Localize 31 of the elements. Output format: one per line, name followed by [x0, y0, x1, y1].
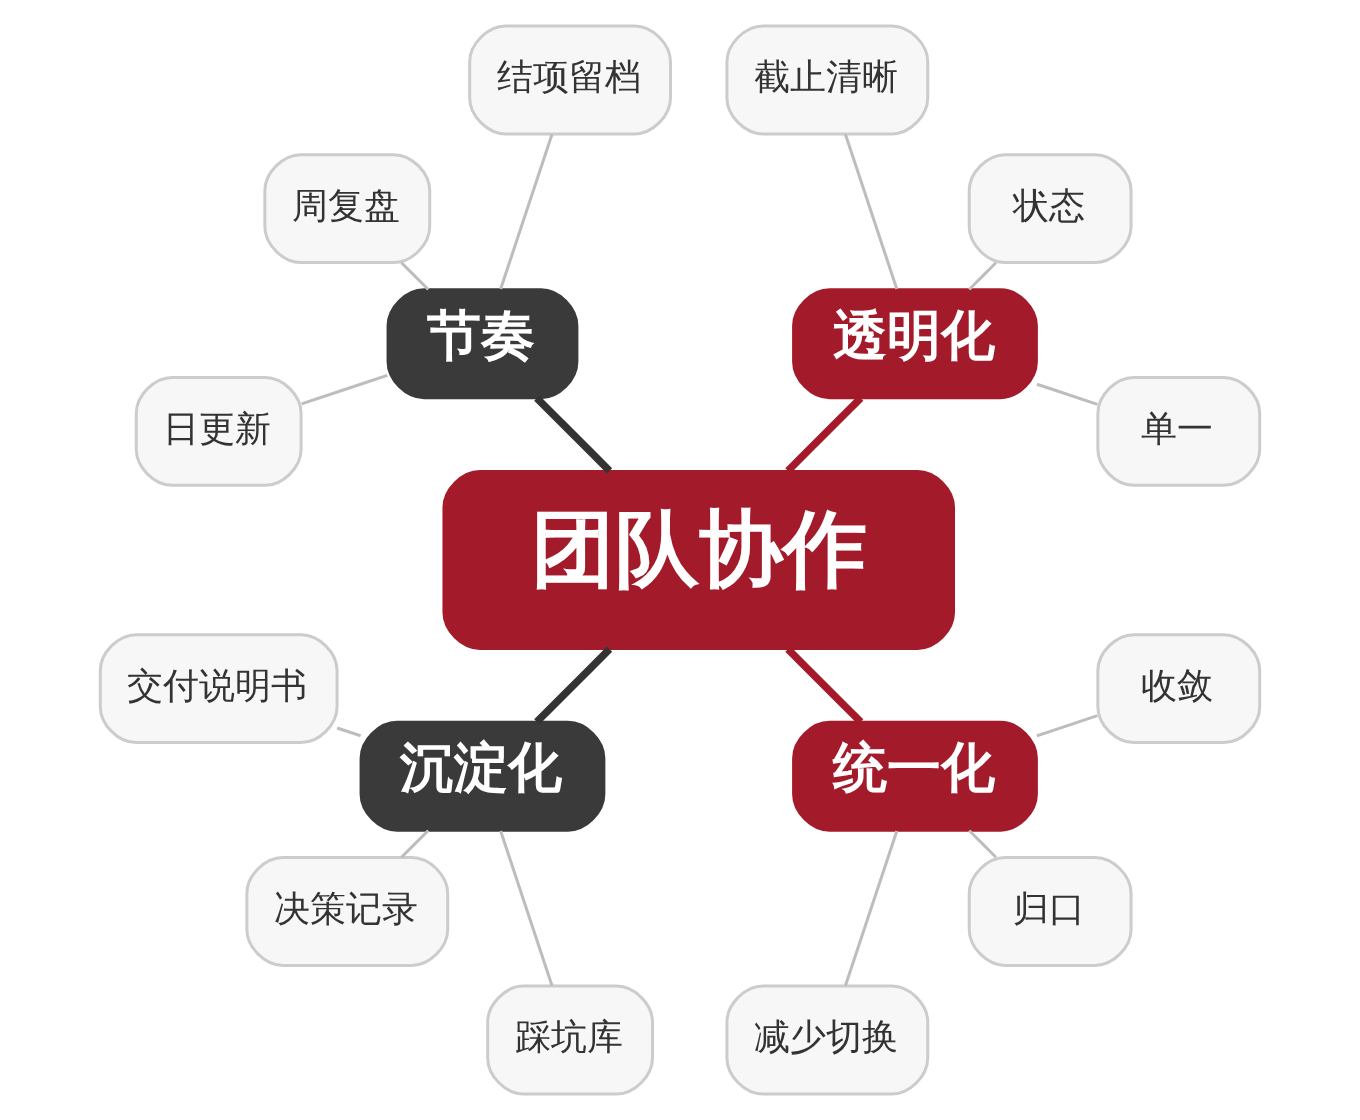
connector — [1036, 382, 1098, 406]
connector — [1036, 714, 1098, 738]
node-box: 踩坑库 — [486, 984, 654, 1096]
connector — [400, 829, 430, 859]
connector — [301, 373, 388, 406]
connector — [534, 395, 613, 474]
node-box: 统一化 — [792, 720, 1038, 832]
connector — [499, 134, 554, 290]
connector — [534, 646, 613, 725]
node-box: 决策记录 — [245, 856, 450, 967]
node-box: 截止清晰 — [725, 24, 930, 136]
node-box: 沉淀化 — [359, 720, 606, 832]
connector — [968, 829, 997, 859]
connector — [400, 261, 430, 291]
connector — [499, 830, 554, 986]
node-box: 透明化 — [792, 288, 1038, 400]
node-box: 节奏 — [386, 288, 579, 400]
node-box: 收敛 — [1096, 633, 1262, 745]
node-box: 归口 — [967, 856, 1133, 967]
node-box: 状态 — [967, 153, 1133, 265]
connector — [844, 134, 899, 290]
node-box: 单一 — [1096, 375, 1262, 487]
connector — [844, 830, 899, 986]
node-box: 结项留档 — [468, 24, 672, 136]
node-box: 减少切换 — [725, 984, 930, 1096]
connector — [968, 261, 997, 291]
node-box: 周复盘 — [263, 153, 432, 265]
connector — [336, 726, 362, 738]
node-box: 交付说明书 — [98, 633, 339, 745]
node-box: 团队协作 — [442, 470, 955, 650]
node-box: 日更新 — [134, 375, 303, 487]
